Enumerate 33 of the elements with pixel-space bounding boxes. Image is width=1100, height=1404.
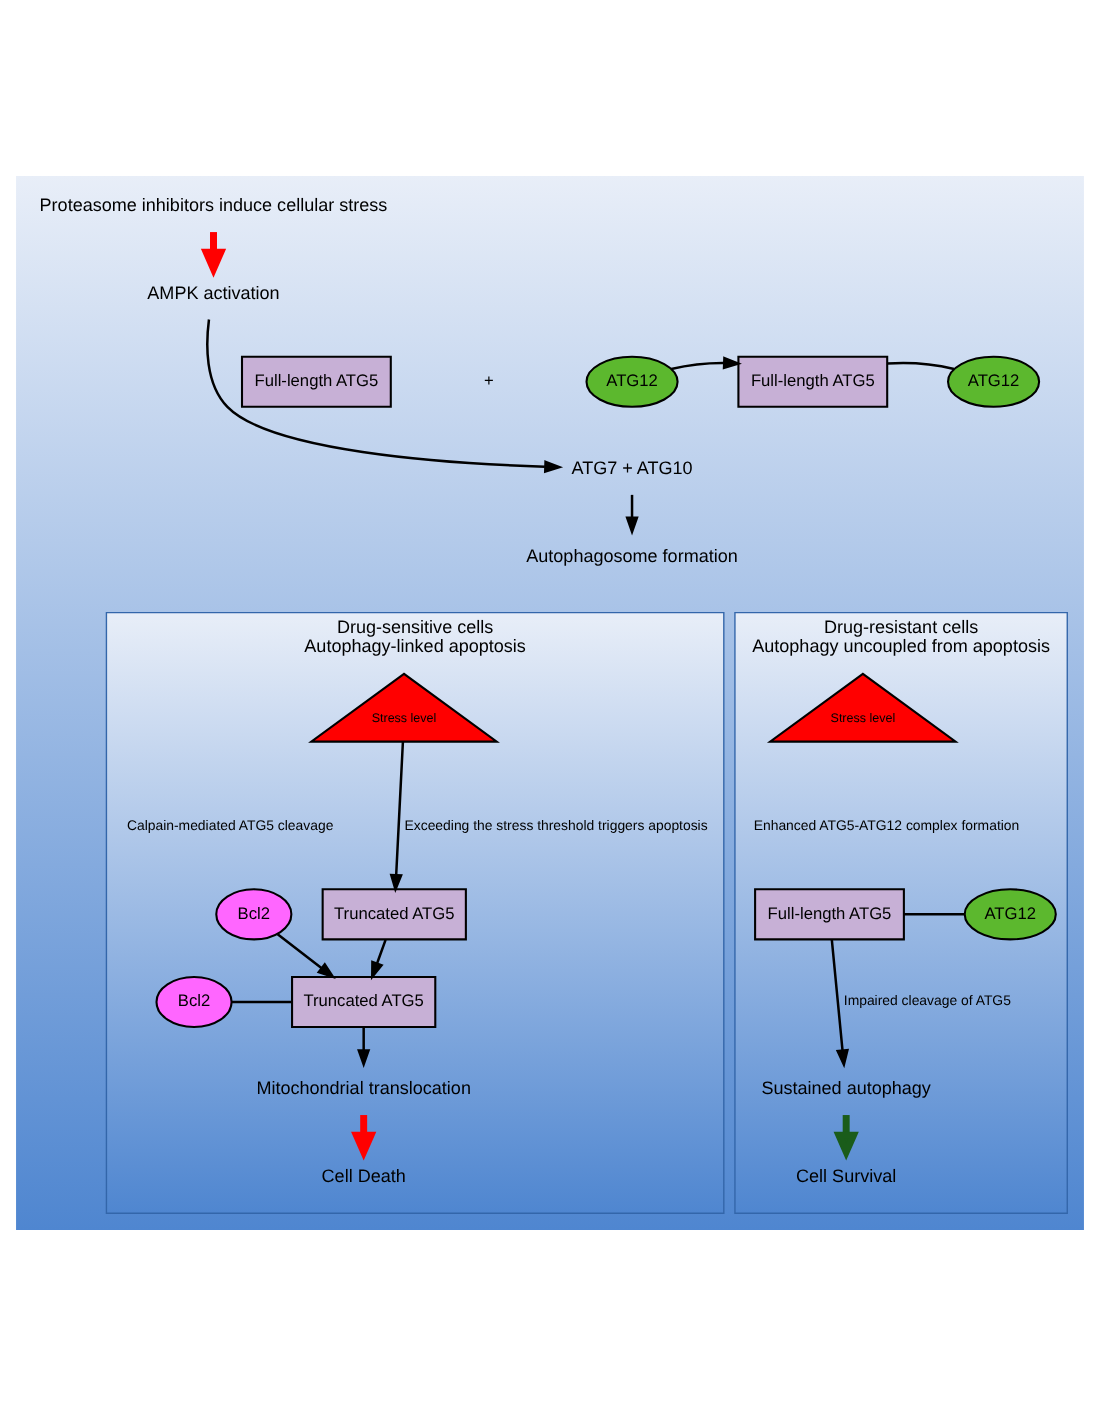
arrow xyxy=(206,318,564,473)
arrow xyxy=(371,938,387,980)
node-text: AMPK activation xyxy=(147,281,280,302)
arrow xyxy=(389,740,405,892)
connector xyxy=(904,912,965,915)
node-box: Truncated ATG5 xyxy=(291,974,437,1028)
node-box: Full-length ATG5 xyxy=(754,887,905,940)
connector xyxy=(231,999,292,1003)
node-box: Truncated ATG5 xyxy=(321,887,467,940)
node-ellipse: ATG12 xyxy=(963,887,1057,940)
node-ellipse: Bcl2 xyxy=(155,974,233,1028)
node-ellipse: ATG12 xyxy=(585,354,679,407)
node-text: Cell Death xyxy=(321,1164,406,1185)
arrow xyxy=(357,1026,371,1068)
node-text: Mitochondrial translocation xyxy=(256,1077,471,1098)
node-ellipse: Bcl2 xyxy=(215,887,293,940)
node-text: Cell Survival xyxy=(796,1164,897,1185)
arrow xyxy=(351,1114,377,1160)
arrow xyxy=(670,355,742,370)
label: + xyxy=(483,369,494,390)
arrow xyxy=(625,493,639,535)
arrow xyxy=(276,932,336,979)
node-box: Full-length ATG5 xyxy=(737,354,889,407)
connector xyxy=(887,360,955,370)
node-ellipse: ATG12 xyxy=(947,354,1041,407)
arrow xyxy=(833,1114,859,1160)
arrow xyxy=(830,938,850,1068)
node-text: Sustained autophagy xyxy=(761,1077,931,1098)
node-text: ATG7 + ATG10 xyxy=(571,457,693,478)
arrow xyxy=(200,231,227,277)
node-text: Proteasome inhibitors induce cellular stress xyxy=(39,194,388,215)
node-box: Full-length ATG5 xyxy=(240,354,392,407)
node-text: Autophagosome formation xyxy=(526,544,738,565)
